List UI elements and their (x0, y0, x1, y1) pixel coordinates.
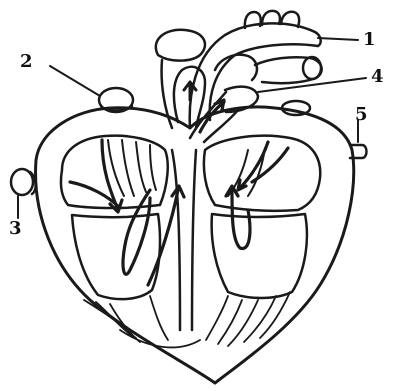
label-5: 5 (355, 106, 368, 124)
trabeculae (84, 292, 290, 347)
vessel-3 (11, 169, 36, 195)
label-1: 1 (363, 31, 376, 49)
label-2: 2 (20, 53, 33, 71)
septum (172, 150, 196, 330)
pulmonary-artery (174, 55, 257, 128)
left-ventricle (212, 214, 307, 298)
pulmonary-vein-upper (255, 57, 322, 83)
label-3: 3 (9, 220, 22, 238)
label-4: 4 (371, 68, 384, 86)
